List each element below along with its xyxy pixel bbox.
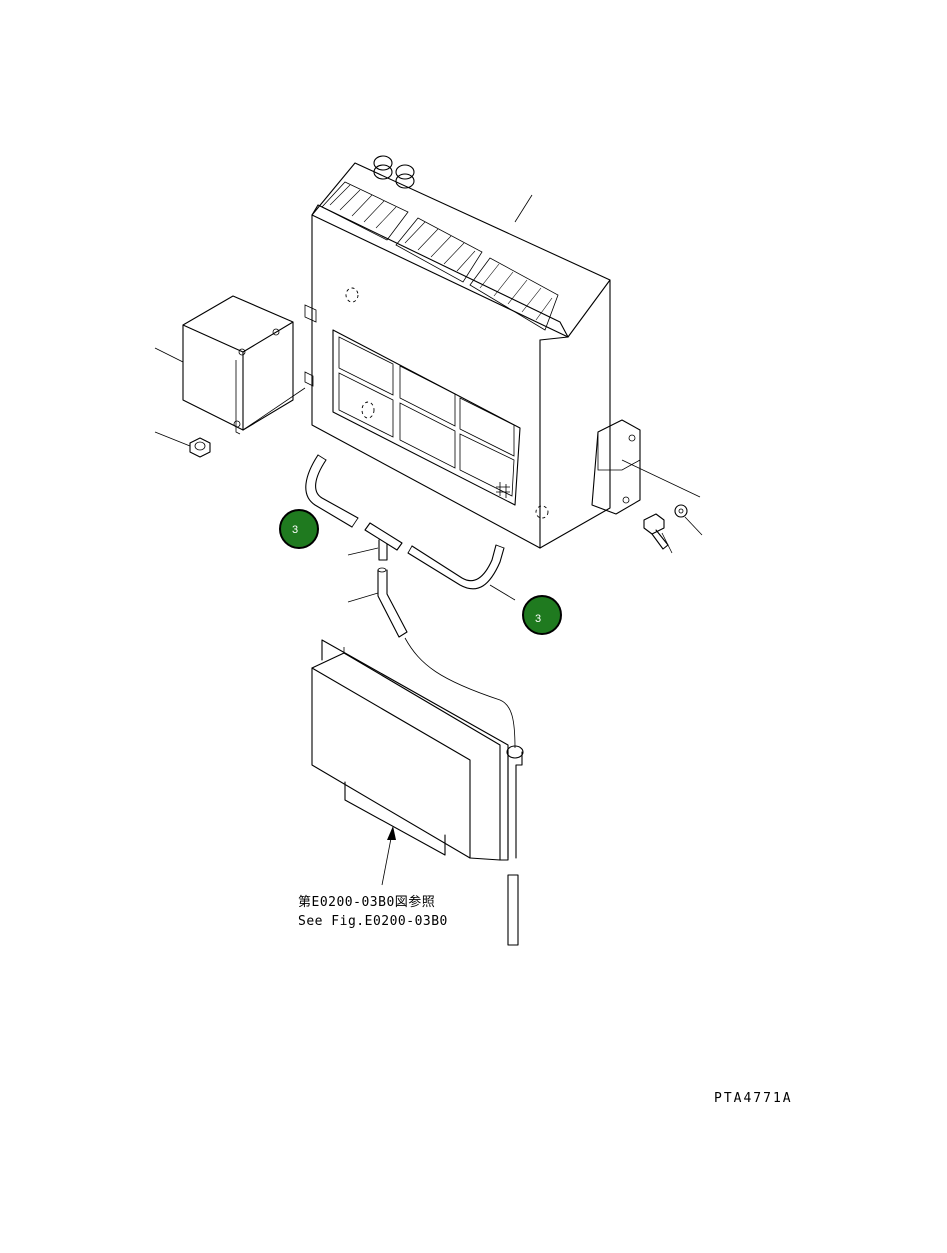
cover-box [154,295,306,435]
reference-note-jp: 第E0200-03B0図参照 [298,894,435,910]
bracket [591,419,701,515]
callout-3-right: 3 [522,595,562,635]
hose-left [305,454,359,528]
nut-fitting [154,431,211,458]
hose-right [407,544,505,590]
callout-3-left: 3 [279,509,319,549]
callout-label: 3 [535,613,541,625]
heater-core [311,639,524,946]
tee-joint [347,522,403,561]
bolt-and-washer [643,504,703,554]
drawing-code: PTA4771A [714,1091,793,1106]
heater-unit [304,155,611,549]
hose-down [347,567,516,749]
callout-label: 3 [292,524,298,536]
reference-note-en: See Fig.E0200-03B0 [298,914,448,929]
